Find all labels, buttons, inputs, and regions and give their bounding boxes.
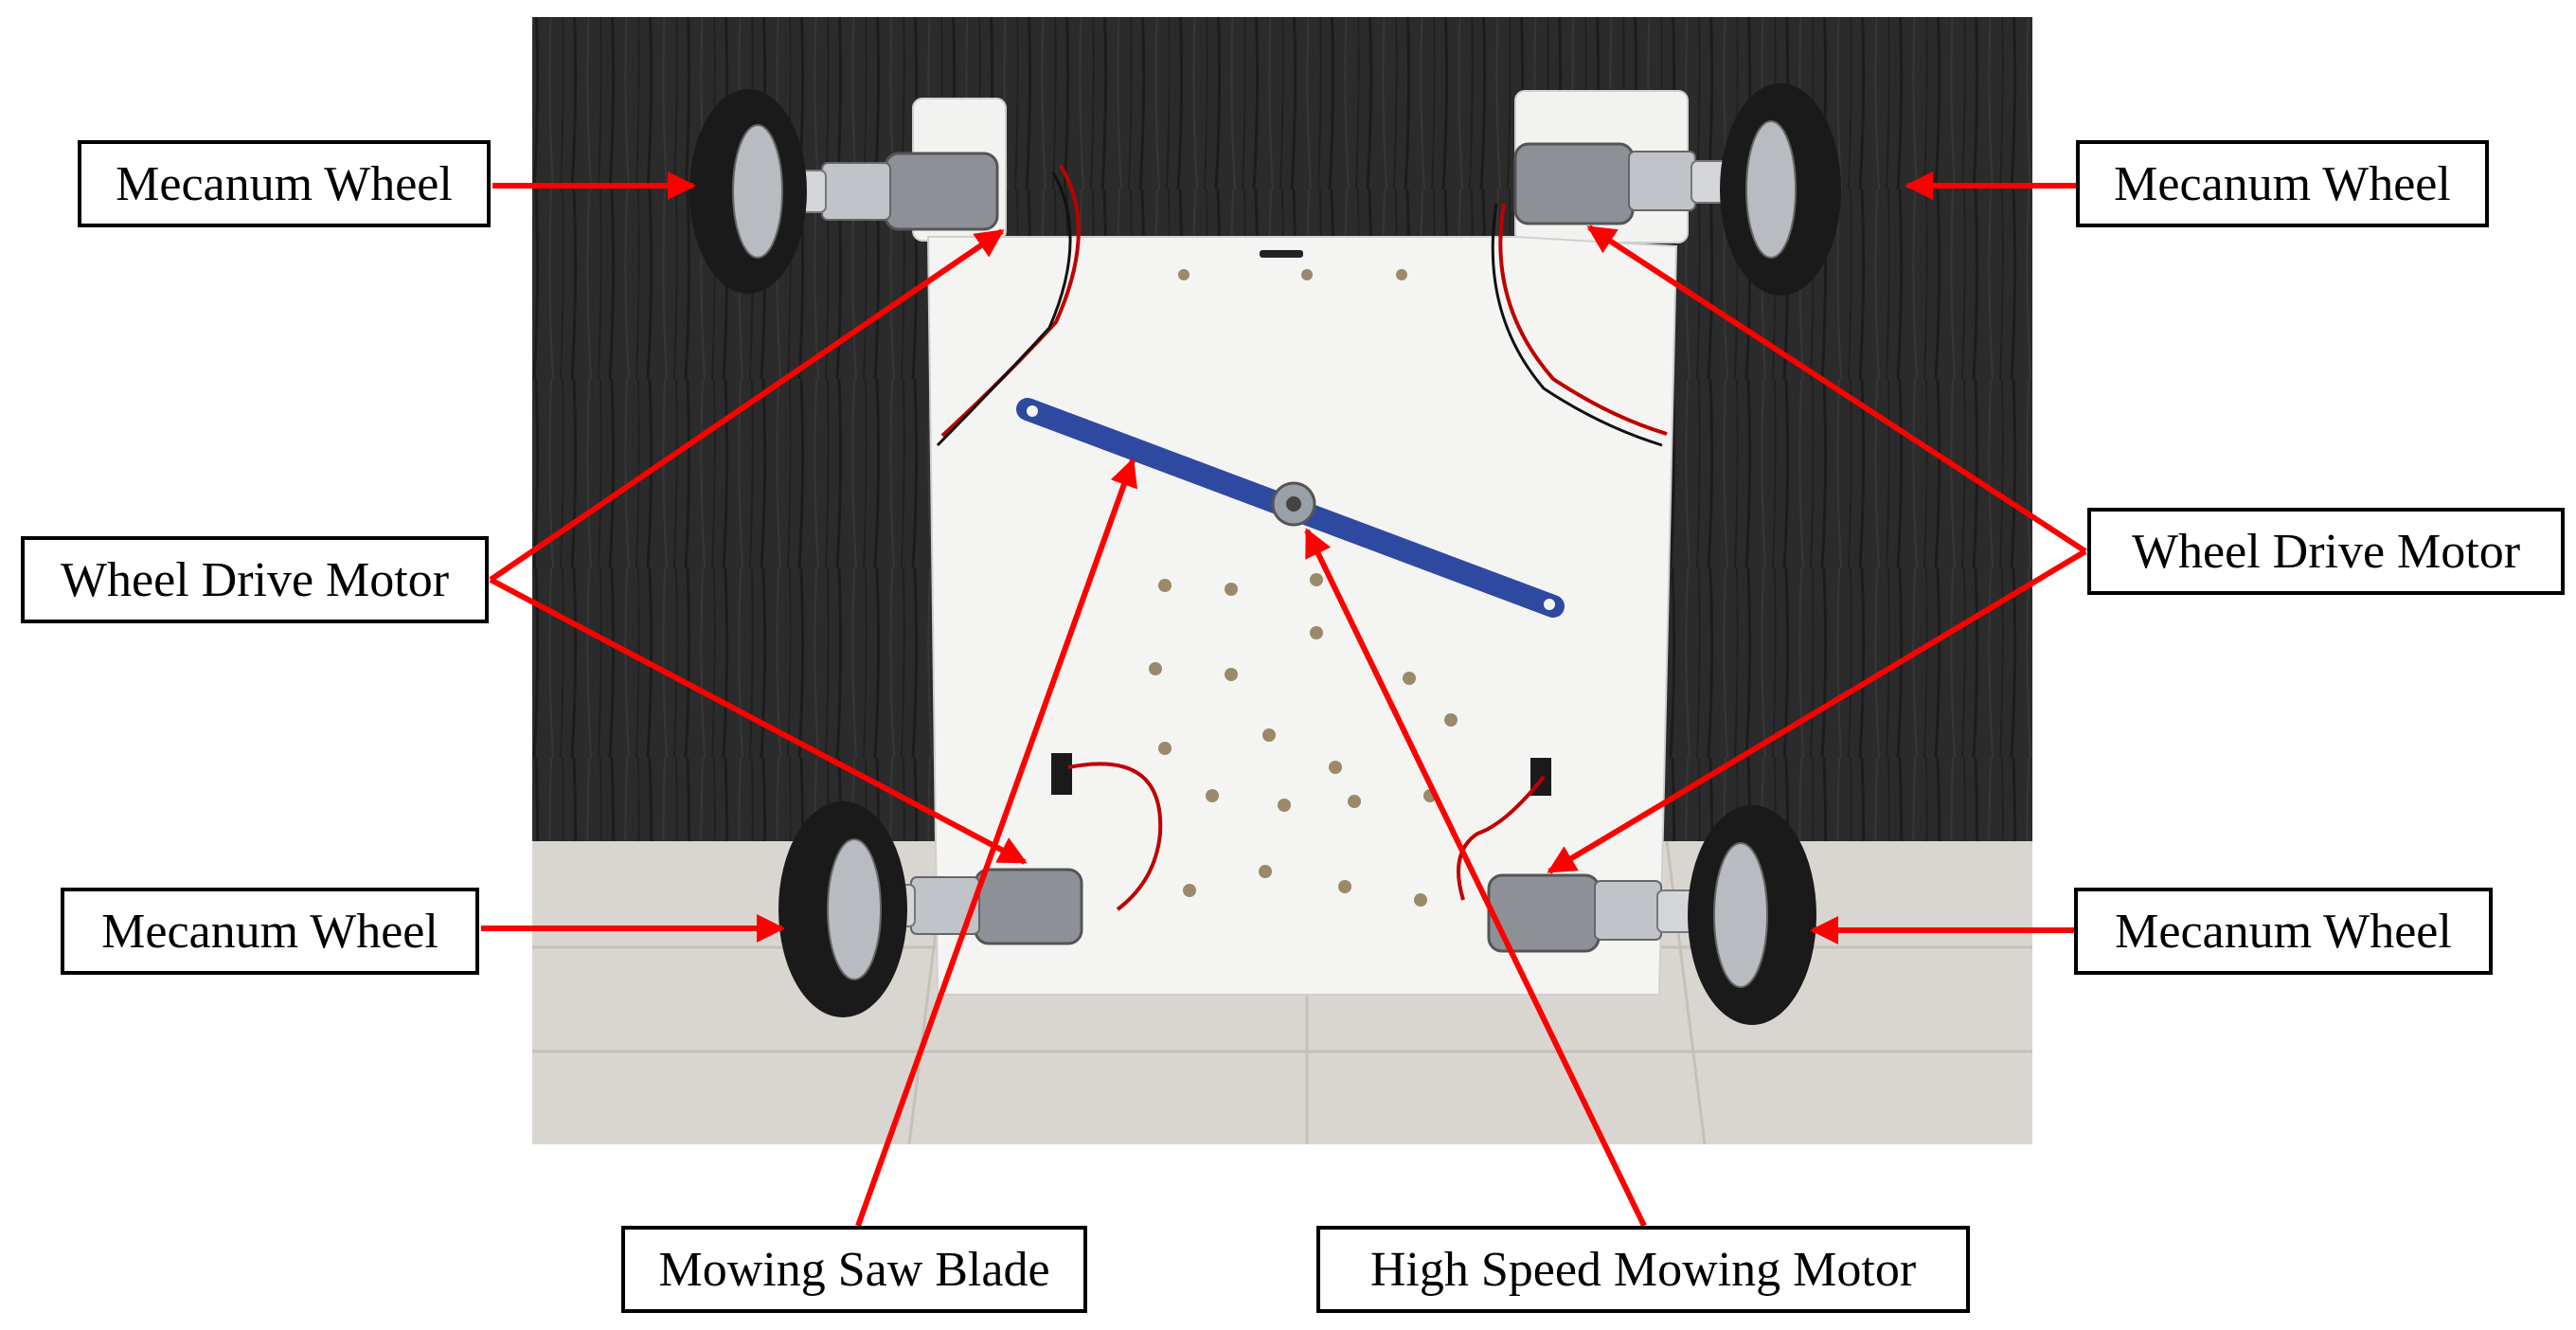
label-wheel-drive-motor-right: Wheel Drive Motor [2087, 508, 2565, 595]
mowing-motor-hub [1271, 481, 1316, 527]
wheel-hub-plate [732, 124, 783, 259]
label-mecanum-wheel-bottom-right: Mecanum Wheel [2074, 888, 2493, 975]
arrow-drive-motor-left-top [489, 228, 1005, 583]
wire-top-right-black [1491, 203, 1663, 447]
gearbox [910, 876, 980, 935]
wheel-assembly-bottom-left [778, 801, 1083, 1017]
label-wheel-drive-motor-left: Wheel Drive Motor [21, 536, 489, 623]
label-high-speed-mowing-motor: High Speed Mowing Motor [1316, 1226, 1970, 1313]
arrow-drive-motor-left-bottom [489, 577, 1028, 865]
label-mecanum-wheel-top-left: Mecanum Wheel [78, 140, 491, 227]
wheel-assembly-bottom-right [1487, 805, 1816, 1025]
arrow-mowing-motor [1304, 528, 1647, 1228]
motor-body [884, 152, 999, 231]
plate-slot [1260, 250, 1303, 258]
wire-bottom-right [1457, 775, 1546, 901]
plate-body [926, 236, 1678, 996]
wire-top-left-black [936, 171, 1072, 447]
wire-top-right [1498, 203, 1668, 436]
mounting-screws [1149, 269, 1458, 907]
label-mowing-saw-blade: Mowing Saw Blade [621, 1226, 1087, 1313]
wheel-hub-plate [827, 838, 882, 980]
label-mecanum-wheel-top-right: Mecanum Wheel [2076, 140, 2489, 227]
arrow-saw-blade [855, 458, 1137, 1228]
label-mecanum-wheel-bottom-left: Mecanum Wheel [61, 888, 479, 975]
photo [532, 17, 2032, 1145]
gearbox [1628, 151, 1696, 211]
wheel-assembly-top-right [1513, 83, 1841, 296]
arrow-drive-motor-right-bottom [1547, 548, 2087, 874]
arrow-drive-motor-right-top [1586, 225, 2087, 554]
callout-arrows [481, 171, 2087, 1228]
motor-body [1513, 142, 1635, 225]
motor-body [974, 868, 1083, 945]
wire-bottom-left [1067, 762, 1163, 911]
wheel-assembly-top-left [689, 89, 999, 294]
wheel-hub-plate [1713, 842, 1768, 988]
gearbox [1594, 880, 1662, 941]
gearbox [821, 162, 891, 221]
wheel-hub-plate [1745, 120, 1797, 259]
switch-left [1051, 753, 1072, 795]
